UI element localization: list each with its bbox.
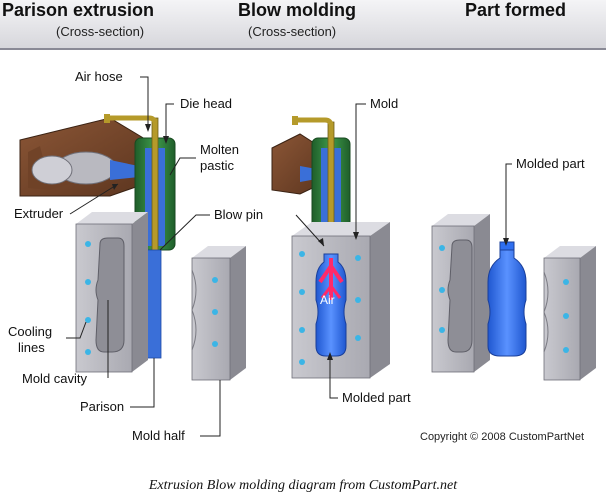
label-molten-plastic-1: Molten [200, 142, 240, 157]
col2-title: Blow molding [238, 0, 356, 20]
cooling-dot [355, 255, 361, 261]
col2-subtitle: (Cross-section) [248, 24, 337, 39]
cooling-dot [563, 279, 569, 285]
label-air-hose: Air hose [75, 69, 123, 84]
cooling-dot [355, 297, 361, 303]
col1-subtitle: (Cross-section) [56, 24, 145, 39]
label-air: Air [320, 293, 335, 307]
col1-title: Parison extrusion [2, 0, 155, 20]
mold-half-right-1 [191, 246, 246, 381]
cooling-dot [85, 349, 91, 355]
cooling-dot [355, 335, 361, 341]
copyright-text: Copyright © 2008 CustomPartNet [420, 431, 585, 443]
air-hose-middle [296, 117, 334, 140]
label-die-head: Die head [180, 96, 233, 111]
cooling-dot [439, 287, 445, 293]
cooling-dot [439, 327, 445, 333]
label-cooling-lines-2: lines [18, 340, 45, 355]
cooling-dot [563, 313, 569, 319]
label-mold-half: Mold half [132, 428, 185, 443]
label-blow-pin: Blow pin [214, 207, 264, 222]
air-hose-nozzle-left [104, 114, 110, 123]
cooling-dot [85, 279, 91, 285]
mold-half-right-2 [543, 246, 596, 381]
air-hose-nozzle-middle [292, 116, 298, 125]
cooling-dot [299, 251, 305, 257]
cooling-dot [85, 317, 91, 323]
mold-half-left-2 [431, 214, 490, 373]
figure-caption: Extrusion Blow molding diagram from Cust… [148, 478, 458, 493]
parison [146, 249, 162, 359]
header-bar: Parison extrusion (Cross-section) Blow m… [0, 0, 606, 50]
col3-title: Part formed [465, 0, 567, 20]
label-molded-part-middle: Molded part [342, 390, 411, 405]
cooling-dot [212, 341, 218, 347]
label-cooling-lines-1: Cooling [8, 324, 53, 339]
mold-half-left-1 [75, 212, 148, 373]
formed-bottle [487, 241, 527, 357]
label-extruder: Extruder [14, 206, 64, 221]
label-parison: Parison [80, 399, 125, 414]
label-mold-cavity: Mold cavity [22, 371, 88, 386]
cooling-dot [439, 245, 445, 251]
cooling-dot [563, 347, 569, 353]
cooling-dot [85, 241, 91, 247]
cooling-dot [212, 277, 218, 283]
extruder-left [19, 117, 151, 197]
air-hose-left [108, 115, 158, 140]
cooling-dot [299, 289, 305, 295]
label-molded-part-right: Molded part [516, 156, 585, 171]
label-mold: Mold [370, 96, 399, 111]
mold-closed [291, 222, 390, 379]
leader-arrowheads [112, 124, 509, 360]
label-molten-plastic-2: pastic [200, 158, 234, 173]
cooling-dot [299, 359, 305, 365]
leader-lines [66, 76, 512, 437]
cooling-dot [299, 327, 305, 333]
cooling-dot [212, 309, 218, 315]
